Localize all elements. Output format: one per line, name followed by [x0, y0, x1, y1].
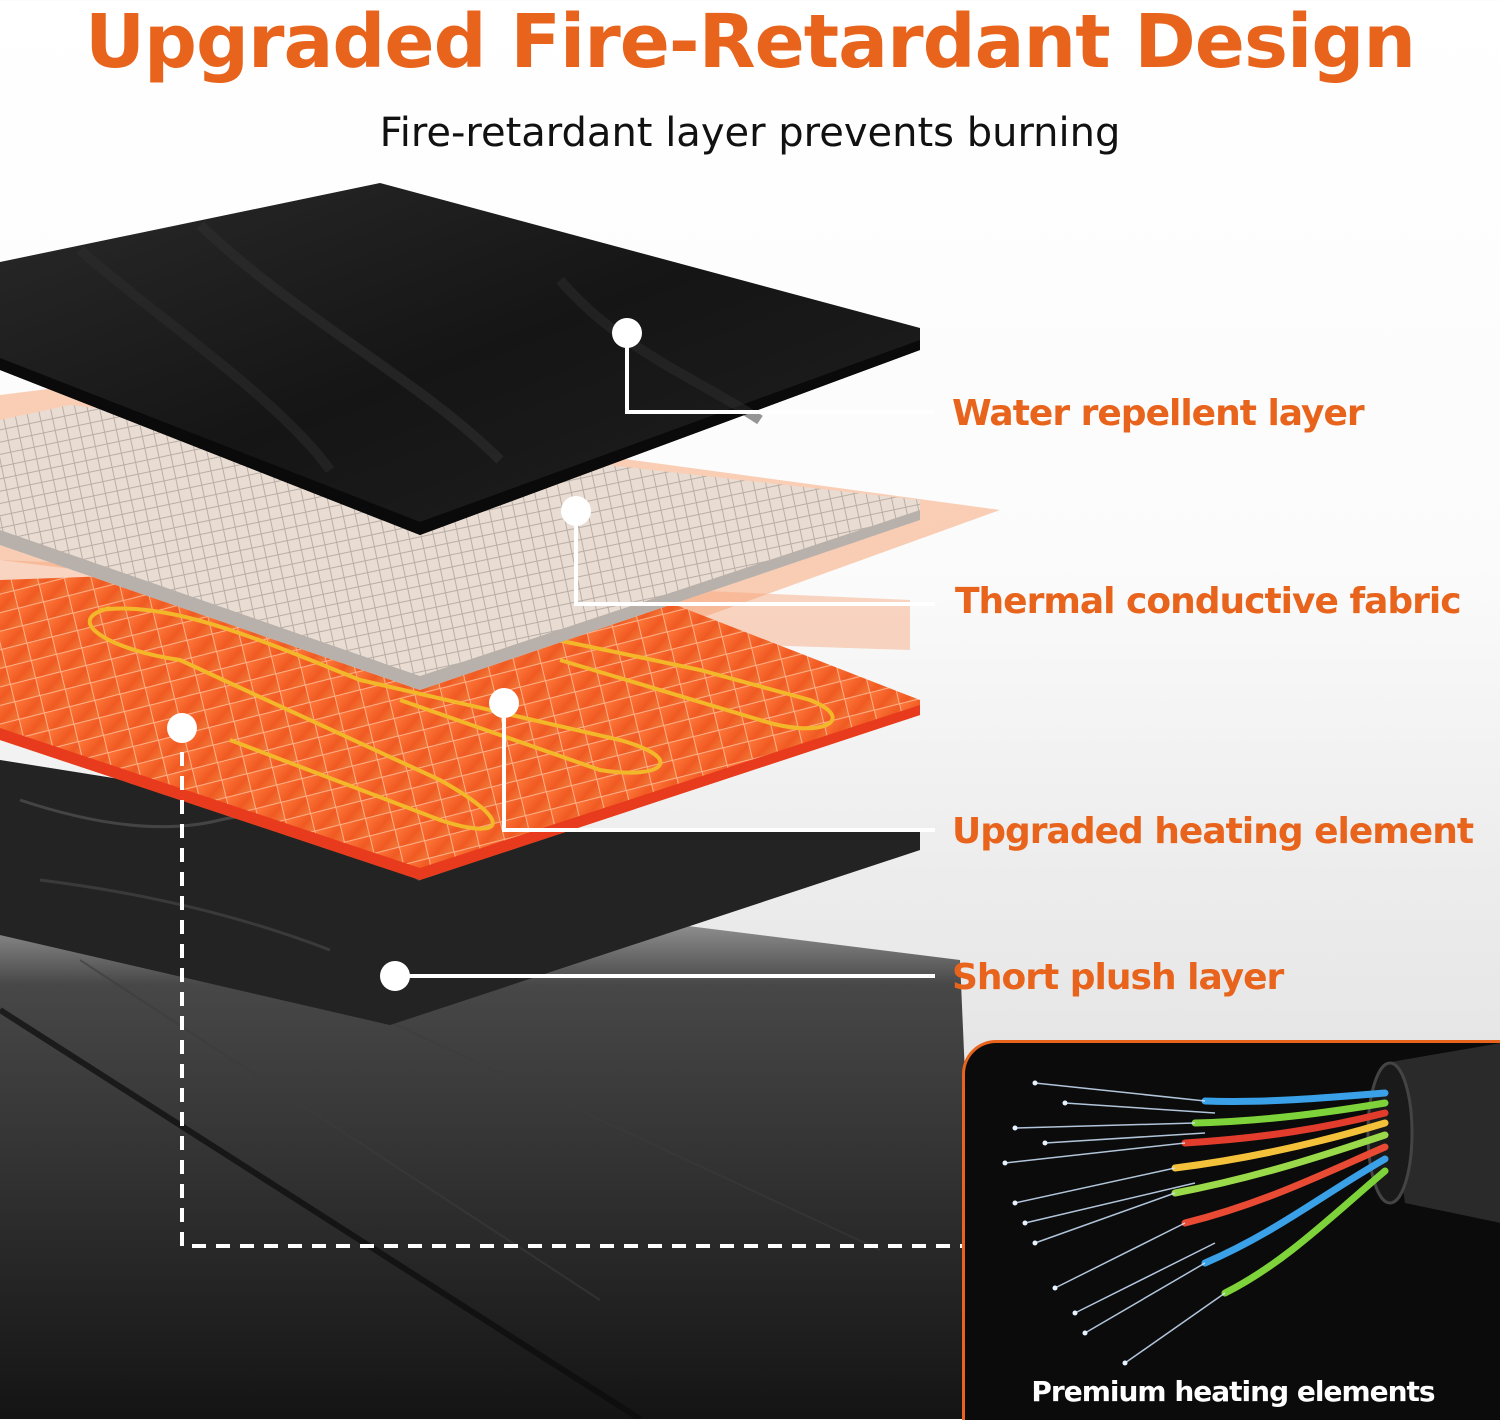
cable-fibers-illustration	[1002, 1043, 1500, 1366]
fiber-strands	[1004, 1082, 1226, 1364]
page-title: Upgraded Fire-Retardant Design	[84, 0, 1416, 85]
water-repellent-layer	[0, 183, 920, 535]
premium-element-dot	[167, 713, 197, 743]
colored-wires	[1171, 1089, 1389, 1297]
label-thermal-conductive-fabric: Thermal conductive fabric	[955, 581, 1462, 622]
thermal-fabric-dot	[561, 496, 591, 526]
label-short-plush-layer: Short plush layer	[952, 957, 1284, 998]
cable-jacket	[1366, 1043, 1500, 1223]
label-upgraded-heating-element: Upgraded heating element	[952, 811, 1474, 852]
label-water-repellent-layer: Water repellent layer	[952, 393, 1365, 434]
short-plush-dot	[380, 961, 410, 991]
water-repellent-dot	[612, 318, 642, 348]
page-subtitle: Fire-retardant layer prevents burning	[379, 110, 1121, 156]
heating-element-dot	[489, 688, 519, 718]
fiber-tips	[1002, 1080, 1128, 1366]
inset-caption: Premium heating elements	[1031, 1375, 1435, 1408]
thermal-conductive-fabric-layer	[0, 405, 920, 690]
leader-dots	[167, 318, 642, 991]
leader-lines	[180, 333, 965, 1248]
premium-heating-inset: Premium heating elements	[962, 1040, 1500, 1420]
